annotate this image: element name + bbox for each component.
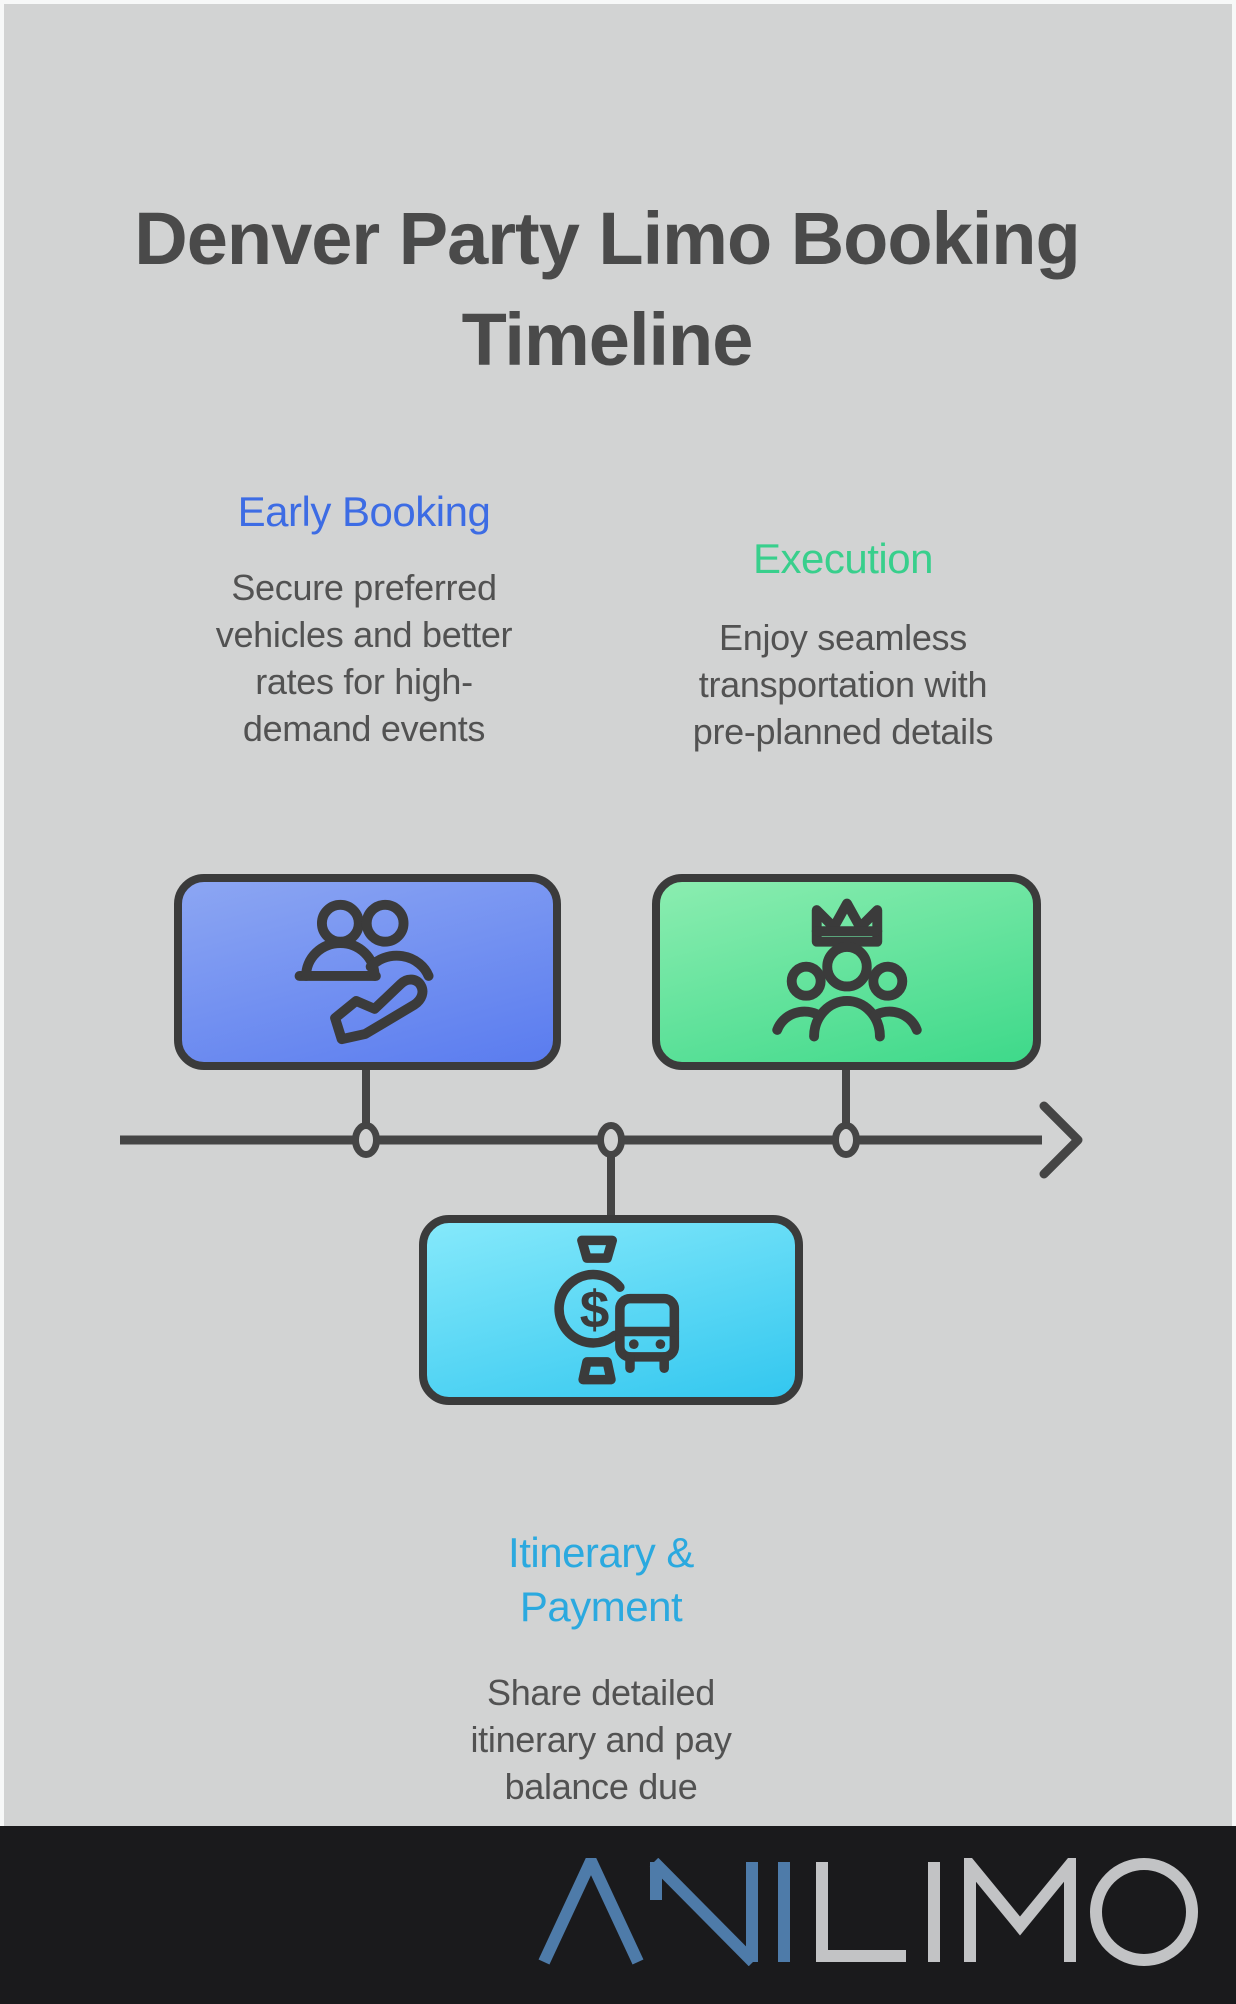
step-itinerary-payment-text: Itinerary & Payment Share detailed itine… [391, 1526, 811, 1810]
step-itinerary-payment-description: Share detailed itinerary and pay balance… [391, 1669, 811, 1810]
heading-line: Payment [519, 1583, 683, 1630]
bus-headlight-left [628, 1339, 639, 1350]
description-line: Share detailed [487, 1672, 715, 1713]
timeline [120, 1064, 1083, 1221]
itinerary-payment-card: $ [419, 1215, 803, 1405]
page-title-line-1: Denver Party Limo Booking [134, 197, 1080, 280]
logo-text: ANILIMO [0, 0, 1, 1]
description-line: Secure preferred [231, 567, 497, 608]
description-line: demand events [242, 708, 486, 749]
step-early-booking-text: Early Booking Secure preferred vehicles … [154, 484, 574, 752]
timeline-marker-3 [832, 1122, 860, 1158]
early-booking-card [174, 874, 561, 1070]
anilimo-logo [538, 1858, 1198, 1966]
step-execution-heading: Execution [753, 535, 933, 582]
heading-line: Itinerary & [508, 1529, 694, 1576]
description-line: itinerary and pay [470, 1719, 732, 1760]
step-itinerary-payment-heading: Itinerary & Payment [391, 1526, 811, 1634]
description-line: vehicles and better [215, 614, 513, 655]
step-early-booking-heading: Early Booking [237, 488, 491, 535]
page-title: Denver Party Limo Booking Timeline [0, 188, 1214, 390]
step-early-booking-description: Secure preferred vehicles and better rat… [154, 564, 574, 752]
vip-group-crown-icon [771, 898, 922, 1042]
page-title-line-2: Timeline [461, 298, 754, 381]
description-line: rates for high- [255, 661, 473, 702]
bus-headlight-right [655, 1339, 666, 1350]
execution-card [652, 874, 1041, 1070]
description-line: balance due [504, 1766, 698, 1807]
timeline-marker-2 [597, 1122, 625, 1158]
description-line: pre-planned details [692, 711, 994, 752]
description-line: Enjoy seamless [719, 617, 967, 658]
description-line: transportation with [698, 664, 988, 705]
watch-dollar-bus-icon: $ [554, 1235, 680, 1385]
step-execution-text: Execution Enjoy seamless transportation … [633, 531, 1053, 755]
timeline-marker-1 [352, 1122, 380, 1158]
group-travel-plane-icon [294, 899, 434, 1045]
dollar-glyph: $ [580, 1281, 610, 1340]
step-execution-description: Enjoy seamless transportation with pre-p… [633, 614, 1053, 755]
timeline-arrow-icon [1039, 1101, 1083, 1179]
